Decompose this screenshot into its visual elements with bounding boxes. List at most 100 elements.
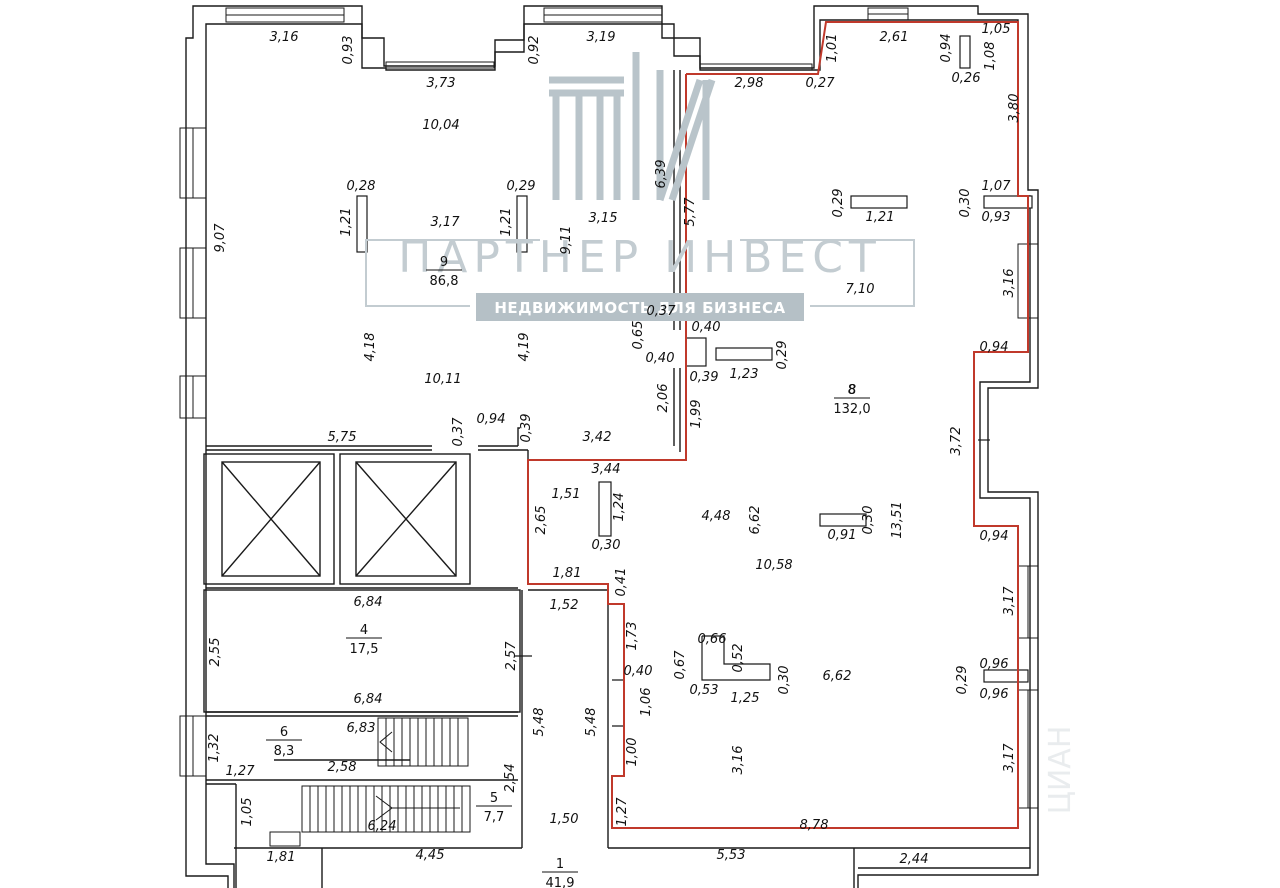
dimension-label: 6,84 — [354, 692, 383, 707]
dimension-label: 5,53 — [717, 848, 746, 863]
dimension-label: 1,24 — [612, 493, 627, 522]
dimension-label: 1,05 — [240, 798, 255, 827]
dimension-label: 6,62 — [748, 506, 763, 535]
watermark-tagline: НЕДВИЖИМОСТЬ ДЛЯ БИЗНЕСА — [494, 299, 785, 317]
dimension-label: 0,92 — [527, 36, 542, 65]
dimension-label: 6,62 — [823, 669, 852, 684]
dimension-label: 1,21 — [499, 208, 514, 237]
dimension-label: 1,52 — [550, 598, 579, 613]
room-number: 5 — [490, 791, 498, 806]
dimension-label: 0,65 — [631, 321, 646, 350]
room-label-4: 417,5 — [346, 623, 382, 657]
dimension-label: 0,96 — [980, 657, 1009, 672]
dimension-label: 0,67 — [673, 650, 688, 680]
room-label-5: 57,7 — [476, 791, 512, 825]
dimension-label: 0,66 — [698, 632, 727, 647]
dimension-label: 0,30 — [958, 189, 973, 218]
watermark-logo — [549, 52, 716, 202]
dimension-label: 0,94 — [477, 412, 506, 427]
premises-8-outline — [527, 21, 1029, 829]
dimension-label: 1,27 — [615, 797, 630, 827]
dimension-label: 0,40 — [692, 320, 721, 335]
dimension-label: 1,50 — [550, 812, 579, 827]
dimension-label: 0,29 — [831, 189, 846, 218]
room-number: 1 — [556, 857, 564, 872]
dimension-label: 3,15 — [589, 211, 618, 226]
dimension-label: 3,16 — [1002, 269, 1017, 298]
dimension-label: 2,57 — [504, 641, 519, 671]
dimension-label: 2,06 — [656, 384, 671, 413]
dimension-label: 3,16 — [270, 30, 299, 45]
outer-walls — [185, 5, 1039, 888]
dimension-label: 2,98 — [735, 76, 764, 91]
dimension-label: 0,94 — [939, 34, 954, 63]
dimension-label: 1,99 — [689, 400, 704, 429]
dimension-label: 1,07 — [982, 179, 1012, 194]
dimension-label: 0,30 — [777, 666, 792, 695]
dimension-label: 8 — [848, 383, 856, 398]
dimension-label: 7,10 — [846, 282, 875, 297]
watermark-tagline-bg — [476, 293, 804, 321]
room-area: 41,9 — [546, 876, 575, 888]
dimension-label: 0,28 — [347, 179, 376, 194]
dimension-label: 0,41 — [614, 568, 629, 597]
dimension-label: 1,32 — [207, 734, 222, 763]
dimension-label: 1,01 — [825, 34, 840, 63]
dimension-label: 2,44 — [900, 852, 929, 867]
dimension-label: 4,19 — [517, 333, 532, 362]
dimension-label: 0,29 — [955, 666, 970, 695]
room-number: 4 — [360, 623, 368, 638]
room-area: 8,3 — [274, 744, 295, 759]
room-number: 9 — [440, 255, 448, 270]
dimension-label: 4,48 — [702, 509, 731, 524]
dimension-label: 6,84 — [354, 595, 383, 610]
dimension-label: 3,17 — [1002, 586, 1017, 616]
dimension-label: 1,25 — [731, 691, 760, 706]
dimension-label: 0,27 — [806, 76, 836, 91]
watermark-frame — [365, 239, 915, 307]
dimension-label: 5,77 — [683, 197, 698, 227]
dimension-label: 4,18 — [363, 333, 378, 362]
dimension-label: 1,81 — [553, 566, 582, 581]
dimension-label: 6,83 — [347, 721, 376, 736]
dimension-label: 10,04 — [422, 118, 459, 133]
dimension-label: 8,78 — [800, 818, 829, 833]
dimension-label: 3,44 — [592, 462, 621, 477]
dimension-label: 0,40 — [624, 664, 653, 679]
dimension-label: 5,48 — [584, 708, 599, 737]
dimension-label: 2,65 — [534, 506, 549, 535]
dimension-label: 5,48 — [532, 708, 547, 737]
dimension-label: 0,37 — [647, 304, 677, 319]
dimension-label: 2,61 — [880, 30, 909, 45]
dimension-label: 1,81 — [267, 850, 296, 865]
room-label-9: 986,8 — [426, 255, 462, 289]
dimension-label: 1,51 — [552, 487, 581, 502]
dimension-label: 1,21 — [866, 210, 895, 225]
dimension-label: 3,72 — [949, 427, 964, 456]
dimension-label: 0,29 — [775, 341, 790, 370]
dimension-label: 1,05 — [982, 22, 1011, 37]
dimension-label: 5,75 — [328, 430, 357, 445]
dimension-label: 3,17 — [1002, 743, 1017, 773]
dimension-label: 10,58 — [755, 558, 792, 573]
room-area: 7,7 — [484, 810, 505, 825]
dimension-label: 1,21 — [339, 208, 354, 237]
room-number: 6 — [280, 725, 288, 740]
dimension-label: 0,93 — [341, 36, 356, 65]
dimension-label: 0,93 — [982, 210, 1011, 225]
room-label-6: 68,3 — [266, 725, 302, 759]
dimension-label: 0,26 — [952, 71, 981, 86]
dimension-label: 0,39 — [690, 370, 719, 385]
dimension-label: 3,42 — [583, 430, 612, 445]
room-label-1: 141,9 — [542, 857, 578, 888]
dimension-label: 3,17 — [431, 215, 461, 230]
dimension-label: 9,11 — [559, 226, 574, 255]
dimension-label: 9,07 — [213, 223, 228, 253]
dimension-label: 1,23 — [730, 367, 759, 382]
dimension-label: 1,08 — [983, 42, 998, 71]
dimension-label: 13,51 — [890, 501, 905, 538]
room-area: 86,8 — [430, 274, 459, 289]
